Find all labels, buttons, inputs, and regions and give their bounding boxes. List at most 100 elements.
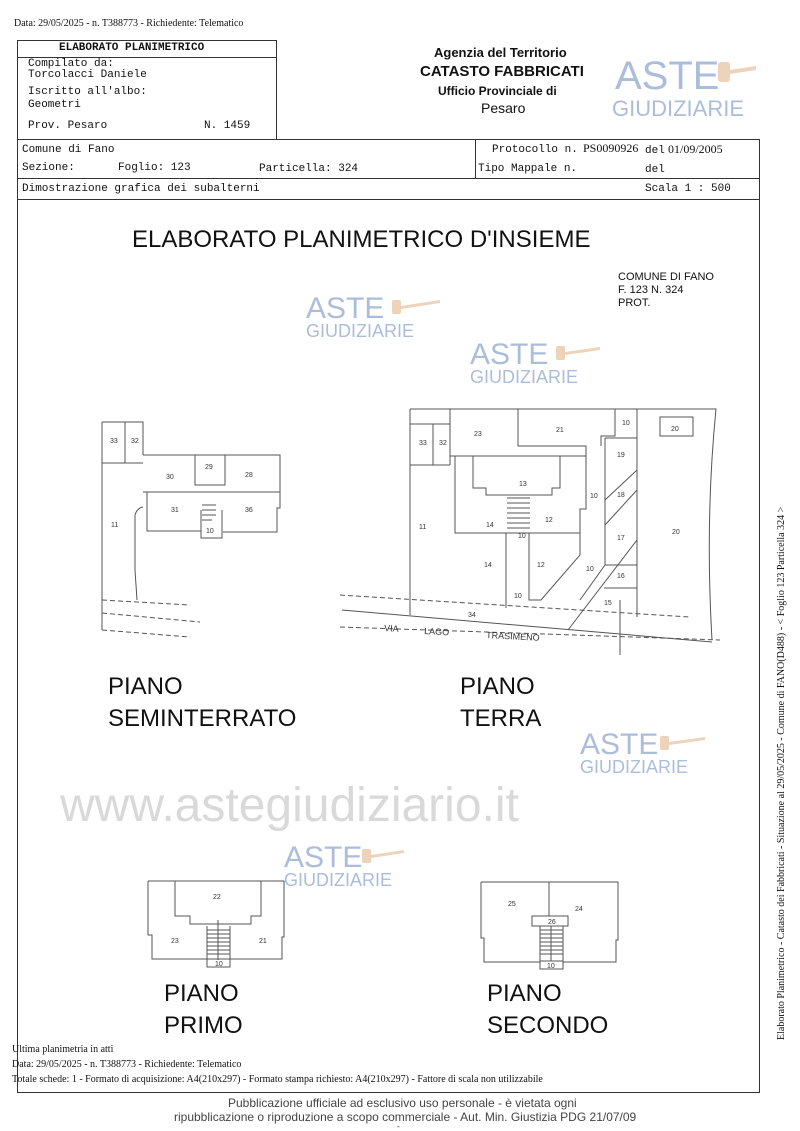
watermark-giudiziarie: GIUDIZIARIE [612,96,745,121]
drawing-title: ELABORATO PLANIMETRICO D'INSIEME [132,226,591,253]
street-label: TRASIMENO [486,630,540,643]
office: Ufficio Provinciale di [438,84,557,98]
watermark-giudiziarie: GIUDIZIARIE [580,757,689,777]
watermark-aste: ASTE [284,841,363,874]
gavel-icon [392,300,440,314]
tipo-mappale: Tipo Mappale n. [478,163,578,175]
office-city: Pesaro [481,100,526,116]
watermark-aste: ASTE [580,728,659,761]
plan-primo [147,880,285,968]
room-label: 21 [556,427,564,434]
registration-number: N. 1459 [204,120,251,132]
comune: Comune di Fano [22,144,115,156]
room-label: 13 [519,481,527,488]
province: Prov. Pesaro [28,120,108,132]
room-label: 14 [486,522,494,529]
foglio: Foglio: 123 [118,162,191,174]
gavel-icon [718,62,756,82]
agency: Agenzia del Territorio [434,45,567,60]
watermark-aste: ASTE [470,338,549,371]
watermark-giudiziarie: GIUDIZIARIE [306,321,415,341]
room-label: 10 [547,963,555,970]
room-label: 10 [622,420,630,427]
compiled-label: Compilato da: [28,58,114,70]
room-label: 15 [604,600,612,607]
del-label-2: del [645,164,665,176]
registered-label: Iscritto all'albo: [28,86,147,98]
description: Dimostrazione grafica dei subalterni [22,183,260,195]
gavel-icon [362,849,404,863]
publication-notice-2: ripubblicazione o riproduzione a scopo c… [174,1110,637,1124]
room-label: 33 [419,440,427,447]
top-request-line: Data: 29/05/2025 - n. T388773 - Richiede… [14,18,244,29]
floor-label: SEMINTERRATO [108,705,297,732]
scale: Scala 1 : 500 [645,183,731,195]
street-label: VIA [384,623,399,634]
room-label: 32 [131,438,139,445]
room-label: 30 [166,474,174,481]
floor-label: PIANO [460,673,535,700]
room-label: 36 [245,507,253,514]
description-row [17,178,760,200]
plan-secondo [480,881,619,970]
header-title: ELABORATO PLANIMETRICO [59,42,205,54]
side-caption: Elaborato Planimetrico - Catasto dei Fab… [776,506,787,1040]
room-label: 22 [213,894,221,901]
ref-foglio: F. 123 N. 324 [618,284,684,296]
room-label: 29 [205,464,213,471]
watermark-giudiziarie: GIUDIZIARIE [284,870,393,890]
compiled-by: Torcolacci Daniele [28,69,147,81]
room-label: 10 [590,493,598,500]
room-label: 10 [518,533,526,540]
room-label: 20 [671,426,679,433]
floor-label: TERRA [460,705,542,732]
watermark-aste: ASTE [615,54,720,98]
last-plan-note: Ultima planimetria in atti [12,1044,114,1055]
footer-totals: Totale schede: 1 - Formato di acquisizio… [12,1074,543,1085]
room-label: 14 [484,562,492,569]
plan-seminterrato [101,421,281,638]
ref-comune: COMUNE DI FANO [618,271,714,283]
room-label: 28 [245,472,253,479]
particella: Particella: 324 [259,163,359,175]
gavel-icon [660,736,705,750]
room-label: 10 [514,593,522,600]
watermark-site: www.astegiudiziario.it [60,779,519,832]
ref-prot: PROT. [618,297,651,309]
publication-notice-1: Pubblicazione ufficiale ad esclusivo uso… [228,1096,577,1110]
room-label: 10 [215,961,223,968]
room-label: 32 [439,440,447,447]
room-label: 18 [617,492,625,499]
plan-terra [339,408,721,655]
catasto: CATASTO FABBRICATI [420,63,584,80]
floor-label: PRIMO [164,1012,243,1039]
room-label: 21 [259,938,267,945]
floor-label: PIANO [108,673,183,700]
del-label: del [645,145,665,157]
protocollo-date: 01/09/2005 [668,142,723,156]
room-label: 34 [468,612,476,619]
room-label: 26 [548,919,556,926]
sezione: Sezione: [22,162,75,174]
floor-label: PIANO [164,980,239,1007]
room-label: 33 [110,438,118,445]
room-label: 10 [206,528,214,535]
protocollo-label: Protocollo n. [492,144,578,156]
footer-dash: - [397,1122,400,1131]
room-label: 25 [508,901,516,908]
room-label: 17 [617,535,625,542]
street-label: LAGO [424,626,450,637]
room-label: 11 [111,522,118,529]
registered-value: Geometri [28,99,81,111]
gavel-icon [556,346,600,360]
room-label: 24 [575,906,583,913]
room-label: 12 [545,517,553,524]
floor-label: SECONDO [487,1012,609,1039]
room-label: 10 [586,566,594,573]
footer-date-line: Data: 29/05/2025 - n. T388773 - Richiede… [12,1059,242,1070]
room-label: 12 [537,562,545,569]
room-label: 23 [474,431,482,438]
protocollo-number: PS0090926 [583,141,639,155]
